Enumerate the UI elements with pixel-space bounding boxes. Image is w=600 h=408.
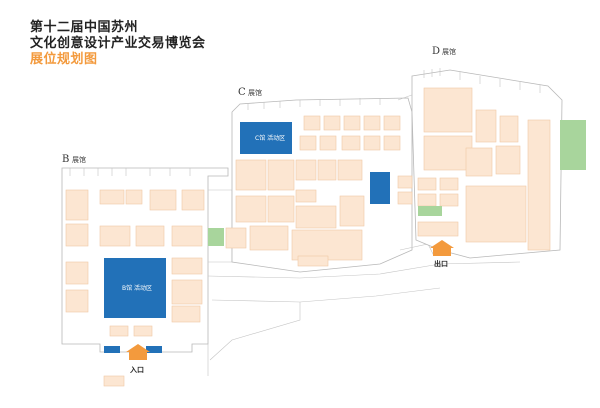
booth[interactable]: [465, 185, 527, 243]
booth[interactable]: [341, 135, 361, 151]
booth[interactable]: [295, 205, 337, 229]
booth[interactable]: [423, 87, 473, 133]
booth[interactable]: [527, 119, 551, 251]
booth[interactable]: [109, 325, 129, 337]
booth[interactable]: [383, 115, 401, 131]
hall-labels: B 展馆 C 展馆 D 展馆: [62, 46, 456, 165]
title-block: 第十二届中国苏州 文化创意设计产业交易博览会 展位规划图: [30, 20, 206, 68]
hall-b-word: 展馆: [72, 155, 86, 164]
booth[interactable]: [149, 189, 177, 211]
booth[interactable]: [475, 109, 497, 143]
booth[interactable]: [319, 135, 337, 151]
hall-c-activity-zone[interactable]: C馆 活动区: [240, 122, 292, 154]
booth[interactable]: [267, 159, 295, 191]
b-info-desk[interactable]: [104, 346, 120, 353]
booth[interactable]: [99, 189, 125, 205]
title-line-1: 第十二届中国苏州: [30, 20, 139, 35]
booth[interactable]: [317, 159, 337, 181]
entrance-marker-icon: [126, 344, 150, 360]
booth[interactable]: [133, 325, 153, 337]
booth[interactable]: [297, 255, 329, 267]
green-area-c: [208, 228, 224, 246]
booth[interactable]: [417, 193, 437, 207]
hall-c-ticks: [247, 98, 381, 110]
exit-label: 出口: [434, 259, 448, 268]
booth[interactable]: [363, 115, 381, 131]
booth[interactable]: [495, 145, 521, 175]
booth[interactable]: [171, 305, 201, 323]
hall-b-booths: [65, 189, 205, 337]
b-activity-label: B馆 活动区: [122, 284, 152, 292]
hall-d-booths: [397, 87, 551, 251]
booth[interactable]: [65, 289, 89, 313]
booth[interactable]: [103, 375, 125, 387]
booth[interactable]: [235, 159, 267, 191]
corridor-b-c: [208, 189, 233, 263]
green-area-d-inner: [418, 206, 442, 216]
b-service-desk[interactable]: [146, 346, 162, 353]
hall-c-word: 展馆: [248, 88, 262, 97]
booth[interactable]: [417, 221, 459, 237]
booth[interactable]: [291, 229, 363, 261]
booth[interactable]: [65, 189, 89, 221]
booth[interactable]: [171, 257, 203, 275]
b-activity-area[interactable]: [104, 258, 166, 318]
booth[interactable]: [99, 225, 131, 247]
exit-marker-icon: [430, 240, 454, 256]
hall-d-letter: D: [432, 46, 440, 57]
booth[interactable]: [339, 195, 365, 227]
booth[interactable]: [235, 195, 267, 223]
hall-c-booths: [225, 115, 401, 267]
hall-b-letter: B: [62, 154, 69, 165]
green-area-d-east: [560, 120, 586, 170]
booth[interactable]: [423, 135, 473, 171]
booth[interactable]: [417, 177, 437, 191]
hall-c-letter: C: [238, 87, 246, 98]
booth[interactable]: [397, 191, 413, 205]
booth[interactable]: [323, 115, 341, 131]
booth[interactable]: [181, 189, 205, 211]
booth[interactable]: [299, 135, 317, 151]
booth[interactable]: [295, 159, 317, 181]
booth[interactable]: [267, 195, 295, 223]
booth[interactable]: [499, 115, 519, 143]
south-walkway: [207, 261, 521, 376]
booth[interactable]: [295, 189, 317, 203]
booth[interactable]: [125, 189, 143, 205]
entrance-label: 入口: [129, 366, 144, 374]
c-activity-area[interactable]: [240, 122, 292, 154]
booth[interactable]: [343, 115, 361, 131]
booth[interactable]: [249, 225, 289, 251]
booth[interactable]: [439, 193, 459, 207]
exit-gate[interactable]: 出口: [430, 240, 454, 268]
booth[interactable]: [303, 115, 321, 131]
title-line-2: 文化创意设计产业交易博览会: [30, 36, 206, 51]
booth[interactable]: [65, 223, 89, 247]
booth[interactable]: [171, 225, 203, 247]
booth[interactable]: [337, 159, 363, 181]
booth[interactable]: [65, 261, 89, 285]
booth[interactable]: [171, 279, 203, 305]
title-line-3: 展位规划图: [30, 52, 98, 67]
hall-d-ticks: [423, 68, 541, 93]
booth[interactable]: [383, 135, 401, 151]
booth[interactable]: [135, 225, 165, 247]
booth[interactable]: [363, 135, 381, 151]
hall-b-ticks: [69, 168, 191, 176]
entrance-gate[interactable]: 入口: [103, 344, 150, 387]
hall-d-word: 展馆: [442, 47, 456, 56]
c-activity-label: C馆 活动区: [255, 134, 285, 142]
booth[interactable]: [225, 227, 247, 249]
booth[interactable]: [439, 177, 459, 191]
booth[interactable]: [397, 175, 413, 189]
central-service-center[interactable]: [370, 172, 390, 204]
booth[interactable]: [465, 147, 493, 177]
hall-b-activity-zone[interactable]: B馆 活动区: [104, 258, 166, 318]
